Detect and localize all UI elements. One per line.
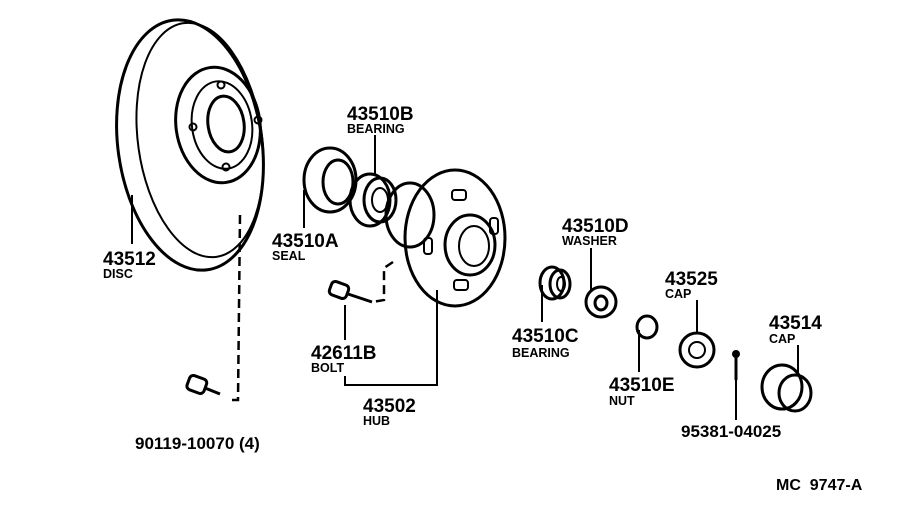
washer-drawing: [584, 285, 618, 319]
part-number-washer: 43510D: [562, 216, 629, 237]
cotter-pin-drawing: [732, 350, 740, 380]
part-number-hub: 43502: [363, 396, 416, 417]
part-name-nut-cap: CAP: [665, 287, 691, 301]
part-number-grease-cap: 43514: [769, 313, 822, 334]
part-number-nut-cap: 43525: [665, 269, 718, 290]
grease-cap-drawing: [760, 363, 813, 413]
part-number-bolt: 42611B: [311, 343, 377, 364]
nut-cap-drawing: [678, 331, 716, 369]
part-number-nut: 43510E: [609, 375, 675, 396]
hub-drawing: [384, 168, 507, 308]
part-number-cotter-pin: 95381-04025: [681, 422, 781, 441]
inner-bearing-drawing: [538, 265, 572, 301]
part-name-disc: DISC: [103, 267, 133, 281]
part-number-disc-bolt: 90119-10070 (4): [135, 434, 260, 453]
part-number-disc: 43512: [103, 249, 156, 270]
part-number-seal: 43510A: [272, 231, 339, 252]
part-name-bolt: BOLT: [311, 361, 344, 375]
leader-lines: [131, 135, 799, 420]
seal-drawing: [302, 146, 358, 214]
part-name-seal: SEAL: [272, 249, 306, 263]
part-number-outer-bearing: 43510B: [347, 104, 414, 125]
diagram-code: MC 9747-A: [776, 477, 863, 494]
part-name-grease-cap: CAP: [769, 332, 795, 346]
part-name-inner-bearing: BEARING: [512, 346, 570, 360]
hub-bolt-drawing: [327, 279, 373, 304]
part-number-inner-bearing: 43510C: [512, 326, 579, 347]
disc-bolt-drawing: [185, 373, 221, 396]
part-name-outer-bearing: BEARING: [347, 122, 405, 136]
nut-drawing: [635, 314, 659, 340]
part-name-washer: WASHER: [562, 234, 617, 248]
disc-drawing: [115, 18, 265, 272]
part-name-nut: NUT: [609, 394, 635, 408]
part-name-hub: HUB: [363, 414, 390, 428]
